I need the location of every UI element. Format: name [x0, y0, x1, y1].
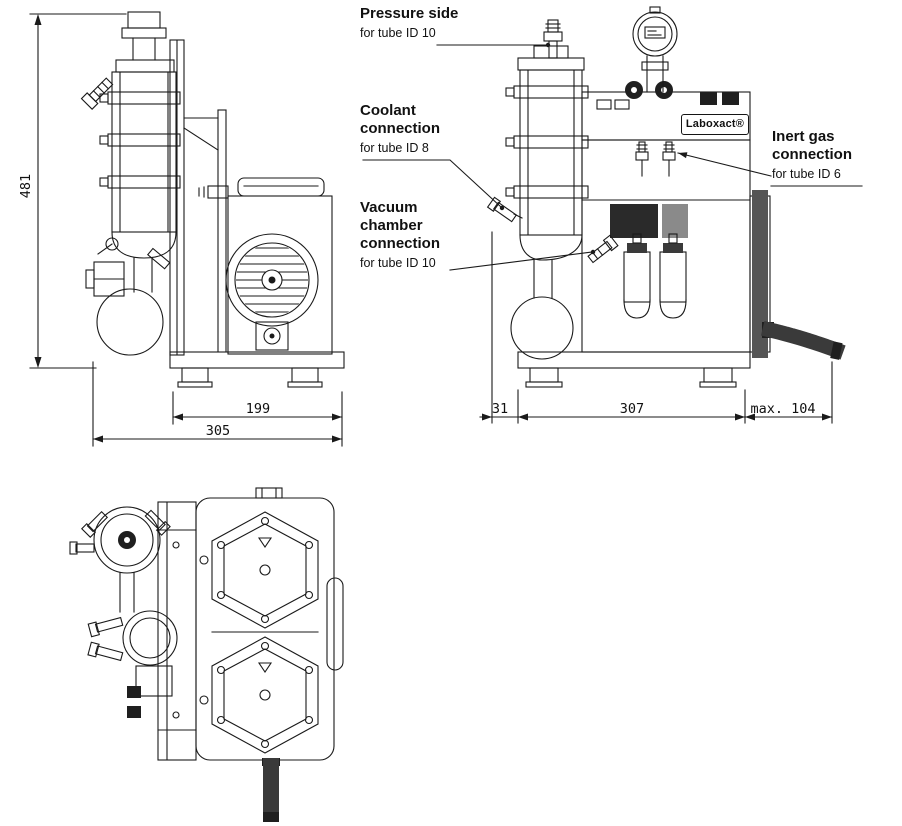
dimension-overall-height: 481 — [18, 173, 34, 199]
callout-coolant-connection: Coolant connection for tube ID 8 — [360, 102, 465, 155]
callout-subtitle: for tube ID 10 — [360, 256, 436, 270]
controller-top-icon — [69, 506, 171, 574]
dimension-coolant-offset: 31 — [491, 401, 509, 417]
inert-gas-fitting-icon — [635, 141, 676, 177]
top-view — [69, 487, 344, 822]
callout-subtitle: for tube ID 10 — [360, 26, 436, 40]
callout-subtitle: for tube ID 6 — [772, 167, 841, 181]
side-inlet-barb-icon — [80, 77, 114, 110]
pressure-side-fitting-icon — [543, 19, 563, 59]
dimension-overall-depth: 305 — [205, 423, 231, 439]
dimension-pump-depth: 199 — [245, 401, 271, 417]
callout-title: Coolant connection — [360, 102, 441, 137]
side-flask — [96, 288, 164, 356]
brand-plate: Laboxact® — [681, 114, 749, 135]
dimension-hose-extension: max. 104 — [750, 401, 816, 417]
vacuum-chamber-fitting-icon — [587, 234, 619, 264]
callout-vacuum-chamber-connection: Vacuum chamber connection for tube ID 10 — [360, 199, 465, 270]
callout-inert-gas-connection: Inert gas connection for tube ID 6 — [772, 128, 897, 181]
callout-title: Vacuum chamber connection — [360, 199, 441, 252]
callout-pressure-side: Pressure side for tube ID 10 — [360, 5, 500, 40]
side-view — [29, 11, 345, 447]
coolant-fitting-icon — [486, 196, 518, 223]
carry-handle — [326, 577, 344, 671]
callout-title: Inert gas connection — [772, 128, 853, 163]
vacuum-gauge-icon — [632, 6, 678, 93]
dimension-base-width: 307 — [619, 401, 645, 417]
callout-subtitle: for tube ID 8 — [360, 141, 429, 155]
front-flask — [510, 296, 574, 360]
callout-title: Pressure side — [360, 5, 459, 22]
front-view — [362, 6, 863, 424]
